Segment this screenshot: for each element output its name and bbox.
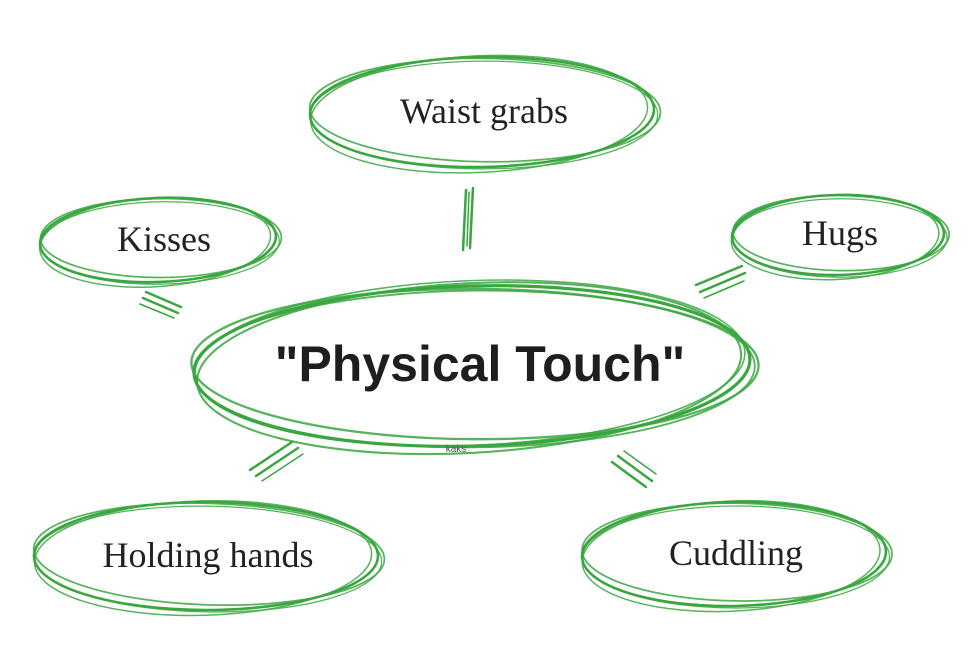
node-label-waist-grabs: Waist grabs <box>400 91 568 131</box>
center-small-text: kaks <box>446 444 467 455</box>
ellipse-kisses-loop <box>38 196 272 288</box>
ellipse-center-loop <box>194 279 746 447</box>
ellipse-kisses-loop <box>39 197 283 279</box>
connector-cuddling <box>610 450 657 489</box>
ellipse-cuddling-loop <box>581 502 893 602</box>
ellipse-waist-loop <box>309 60 659 170</box>
connector-holding-hands <box>248 440 304 482</box>
ellipse-waist-loop <box>309 54 649 174</box>
connector-kisses <box>139 290 183 319</box>
ellipse-hugs-loop <box>732 194 950 272</box>
ellipse-center-loop <box>190 287 760 441</box>
ellipse-center-loop <box>192 289 756 449</box>
ellipse-holding-loop <box>33 499 373 617</box>
ellipse-hugs-loop <box>730 193 940 281</box>
node-label-cuddling: Cuddling <box>669 533 803 573</box>
node-label-kisses: Kisses <box>117 219 211 259</box>
kisses-ellipse <box>38 196 283 288</box>
cuddling-ellipse <box>580 499 893 613</box>
ellipse-holding-loop <box>33 505 383 613</box>
ellipse-hugs-loop <box>732 198 948 278</box>
ellipse-holding-loop <box>32 502 386 607</box>
center-label: "Physical Touch" <box>275 336 685 392</box>
ellipse-kisses-loop <box>40 201 280 285</box>
hugs-ellipse <box>730 193 950 281</box>
connector-hugs <box>694 264 747 299</box>
ellipse-cuddling-loop <box>581 505 891 609</box>
holding-hands-ellipse <box>32 499 386 617</box>
ellipse-waist-loop <box>308 57 662 163</box>
connectors <box>139 186 747 489</box>
node-label-hugs: Hugs <box>802 213 878 253</box>
node-label-holding-hands: Holding hands <box>103 535 314 575</box>
center-ellipse <box>190 279 760 456</box>
waist-grabs-ellipse <box>308 54 662 174</box>
ellipse-cuddling-loop <box>581 499 881 613</box>
connector-waist-grabs <box>461 186 475 252</box>
